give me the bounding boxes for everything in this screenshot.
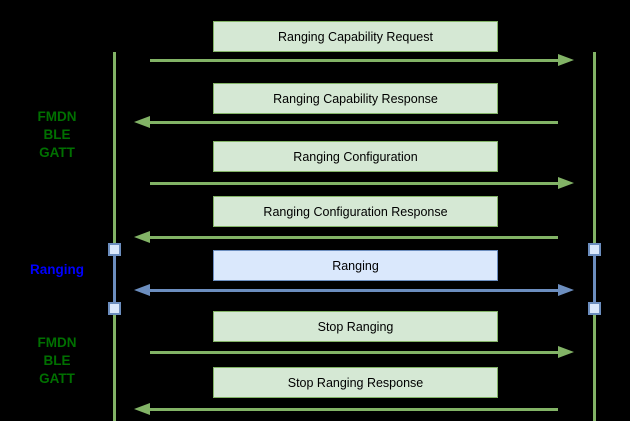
phase-label-fmdn-ble-gatt-bottom: FMDN BLE GATT bbox=[37, 335, 77, 386]
message-box-ranging-configuration: Ranging Configuration bbox=[213, 141, 498, 172]
lifeline-right bbox=[593, 52, 596, 421]
activation-marker-right-bottom bbox=[588, 302, 601, 315]
message-box-ranging-capability-response: Ranging Capability Response bbox=[213, 83, 498, 114]
message-arrow-stop-ranging bbox=[134, 346, 574, 358]
arrowhead-left-icon bbox=[134, 231, 150, 243]
message-arrow-ranging-capability-response bbox=[134, 116, 574, 128]
activation-marker-left-top bbox=[108, 243, 121, 256]
arrowhead-left-icon bbox=[134, 403, 150, 415]
activation-segment-left bbox=[113, 249, 116, 309]
message-box-stop-ranging-response: Stop Ranging Response bbox=[213, 367, 498, 398]
arrowhead-left-icon bbox=[134, 116, 150, 128]
message-arrow-ranging-capability-request bbox=[134, 54, 574, 66]
activation-marker-right-top bbox=[588, 243, 601, 256]
message-arrow-ranging-configuration-response bbox=[134, 231, 574, 243]
arrowhead-right-icon bbox=[558, 346, 574, 358]
arrow-line bbox=[150, 58, 558, 62]
arrow-line bbox=[150, 350, 558, 354]
phase-label-fmdn-ble-gatt-top: FMDN BLE GATT bbox=[37, 109, 77, 160]
arrow-line bbox=[150, 288, 558, 292]
activation-marker-left-bottom bbox=[108, 302, 121, 315]
lifeline-left bbox=[113, 52, 116, 421]
message-box-stop-ranging: Stop Ranging bbox=[213, 311, 498, 342]
arrowhead-right-icon bbox=[558, 54, 574, 66]
message-arrow-ranging bbox=[134, 284, 574, 296]
message-box-ranging-configuration-response: Ranging Configuration Response bbox=[213, 196, 498, 227]
arrowhead-right-icon bbox=[558, 284, 574, 296]
arrow-line bbox=[150, 181, 558, 185]
phase-label-ranging: Ranging bbox=[30, 262, 84, 277]
arrow-line bbox=[150, 235, 558, 239]
message-box-ranging: Ranging bbox=[213, 250, 498, 281]
arrowhead-right-icon bbox=[558, 177, 574, 189]
activation-segment-right bbox=[593, 249, 596, 309]
message-arrow-ranging-configuration bbox=[134, 177, 574, 189]
arrowhead-left-icon bbox=[134, 284, 150, 296]
message-arrow-stop-ranging-response bbox=[134, 403, 574, 415]
arrow-line bbox=[150, 407, 558, 411]
message-box-ranging-capability-request: Ranging Capability Request bbox=[213, 21, 498, 52]
arrow-line bbox=[150, 120, 558, 124]
